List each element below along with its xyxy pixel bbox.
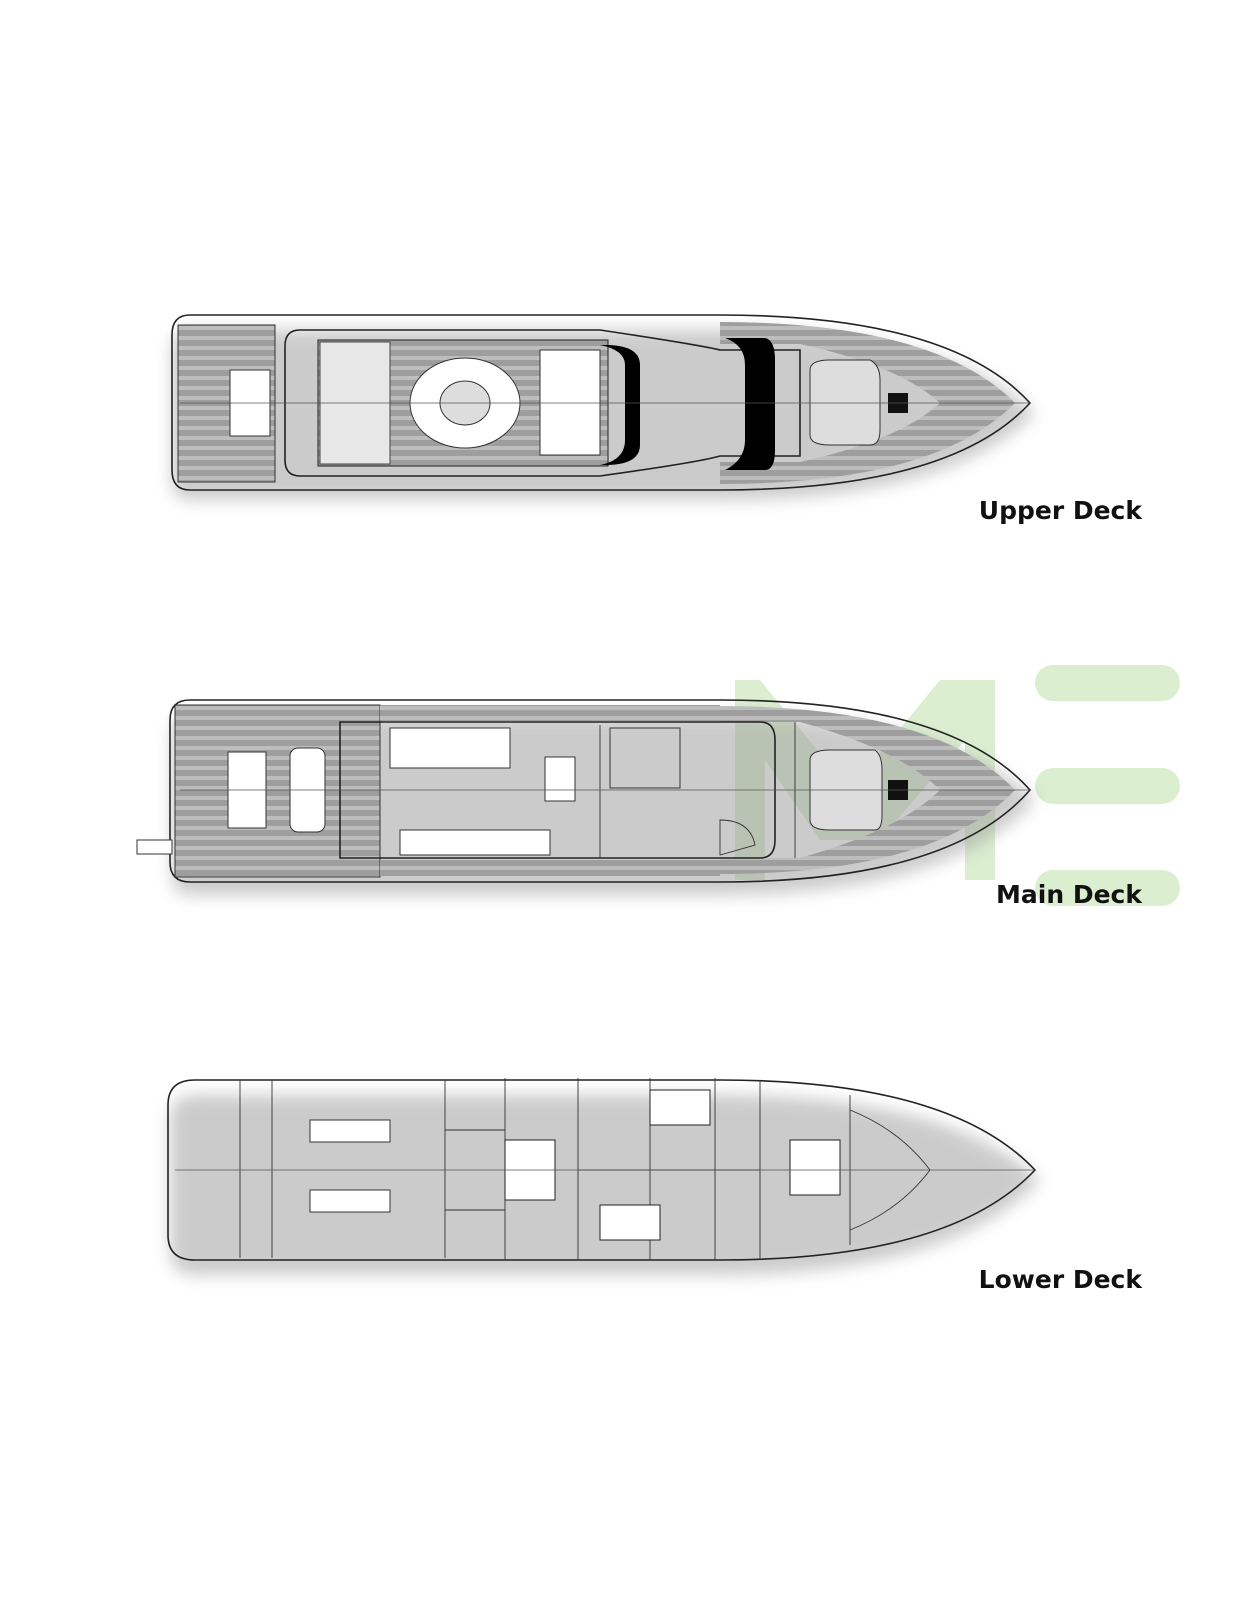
deck-label-lower: Lower Deck (978, 1265, 1142, 1294)
sidedeck-teak-top (380, 705, 720, 721)
teak-deck-stern (177, 324, 276, 483)
salon-sofa-2 (399, 829, 551, 856)
salon-outline (339, 721, 776, 859)
windscreen-2 (725, 338, 775, 470)
sidedeck-teak-bottom (380, 860, 720, 876)
guest-bed-2 (599, 1204, 661, 1241)
engine-port (309, 1119, 391, 1143)
helm-console (539, 349, 601, 456)
galley (609, 727, 681, 789)
hull-shadow (170, 1095, 1040, 1275)
stairs (719, 819, 756, 856)
vip-bed (789, 1139, 841, 1196)
flybridge-outline (284, 329, 801, 477)
dining-table (544, 756, 576, 802)
teak-deck-side (720, 322, 1015, 484)
foredeck-sunpad (809, 359, 881, 446)
salon-sofa (389, 727, 511, 769)
deck-label-upper: Upper Deck (978, 496, 1142, 525)
hull-outline (169, 699, 1032, 883)
hull-outline (167, 1079, 1037, 1261)
aft-deck-teak (174, 704, 381, 878)
engine-starboard (309, 1189, 391, 1213)
lower-deck-plan (167, 1078, 1040, 1275)
windscreen-1 (600, 345, 640, 465)
hull-outline (171, 314, 1032, 491)
foredeck-teak (720, 706, 1015, 874)
main-deck-plan (136, 699, 1035, 895)
upper-deck-plan (171, 314, 1035, 500)
deck-label-main: Main Deck (996, 880, 1142, 909)
swim-platform (136, 839, 173, 855)
guest-bed-1 (649, 1089, 711, 1126)
